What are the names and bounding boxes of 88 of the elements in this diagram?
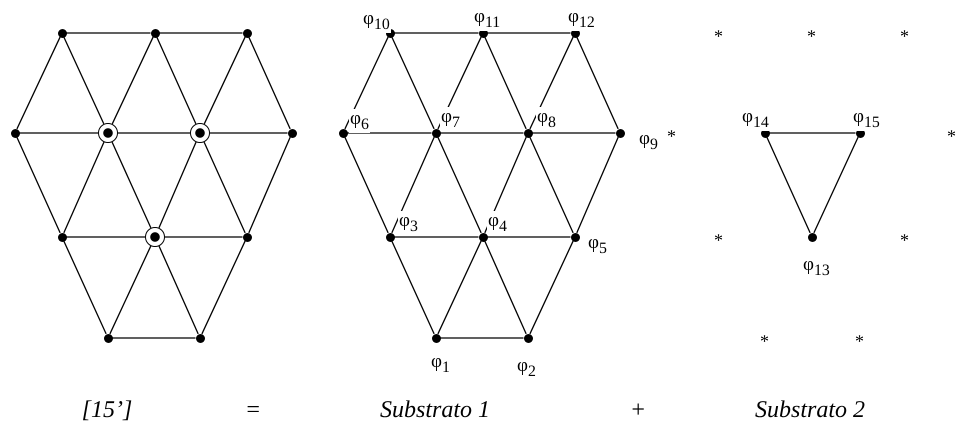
lattice-line <box>109 246 152 334</box>
lattice-dot <box>242 28 252 38</box>
lattice-line <box>165 236 242 238</box>
lattice-line <box>529 240 574 334</box>
lattice-dot <box>104 334 112 342</box>
lattice-line <box>391 36 435 130</box>
lattice-dot <box>616 128 624 138</box>
lattice-line <box>391 136 435 234</box>
lattice-dot <box>570 232 580 242</box>
asterisk-mark: * <box>714 27 723 45</box>
lattice-line <box>156 36 196 124</box>
lattice-line <box>813 136 859 234</box>
lattice-line <box>16 136 61 234</box>
lattice-line <box>66 32 150 34</box>
lattice-line <box>488 236 570 238</box>
lattice-line <box>158 246 199 334</box>
lattice-dot <box>524 128 532 138</box>
asterisk-mark: * <box>900 231 909 249</box>
lattice-dot <box>58 28 66 38</box>
lattice-line <box>576 36 619 130</box>
lattice-line <box>160 32 242 34</box>
lattice-dot <box>386 232 394 242</box>
asterisk-mark: * <box>900 27 909 45</box>
lattice-line <box>348 132 432 134</box>
lattice-dot <box>196 334 204 342</box>
asterisk-mark: * <box>947 127 956 145</box>
lattice-line <box>204 36 246 124</box>
asterisk-mark: * <box>855 332 864 350</box>
lattice-line <box>248 136 291 234</box>
lattice-line <box>437 240 482 334</box>
asterisk-mark: * <box>807 27 816 45</box>
lattice-line <box>529 136 574 234</box>
circled-dot <box>98 123 118 143</box>
circled-dot <box>190 123 210 143</box>
lattice-line <box>63 240 107 334</box>
lattice-line <box>529 36 574 130</box>
lattice-line <box>344 36 389 130</box>
lattice-line <box>394 32 478 34</box>
lattice-line <box>484 240 527 334</box>
caption-text: Substrato 1 <box>380 398 490 422</box>
lattice-dot <box>808 232 816 242</box>
lattice-line <box>576 136 619 234</box>
lattice-dot <box>432 128 440 138</box>
lattice-line <box>440 132 524 134</box>
lattice-dot <box>288 128 296 138</box>
lattice-line <box>484 136 527 234</box>
lattice-dot <box>524 334 532 342</box>
lattice-dot <box>150 28 160 38</box>
caption-text: Substrato 2 <box>755 398 865 422</box>
caption-text: [15’] <box>82 398 132 422</box>
circled-dot <box>145 227 165 247</box>
lattice-line <box>437 36 482 130</box>
lattice-line <box>20 132 98 134</box>
lattice-line <box>112 337 196 339</box>
lattice-line <box>63 142 105 234</box>
lattice-line <box>248 36 291 130</box>
caption-text: + <box>630 398 646 422</box>
lattice-line <box>770 132 856 134</box>
lattice-dot <box>242 232 252 242</box>
lattice-line <box>16 36 61 130</box>
lattice-dot <box>10 128 20 138</box>
lattice-line <box>484 36 527 130</box>
lattice-line <box>112 142 152 228</box>
lattice-line <box>112 36 154 124</box>
lattice-line <box>344 136 389 234</box>
lattice-line <box>391 240 435 334</box>
lattice-line <box>440 337 524 339</box>
phi-label: φ$_{6}$ <box>349 109 370 133</box>
lattice-dot <box>338 128 348 138</box>
lattice-line <box>437 136 482 234</box>
lattice-line <box>766 136 811 234</box>
lattice-line <box>532 132 616 134</box>
asterisk-mark: * <box>667 127 676 145</box>
lattice-dot <box>478 232 488 242</box>
lattice-line <box>66 236 145 238</box>
lattice-dot <box>432 334 440 342</box>
lattice-line <box>201 240 246 334</box>
lattice-line <box>488 32 570 34</box>
lattice-line <box>394 236 478 238</box>
caption-text: = <box>244 398 262 422</box>
lattice-line <box>204 142 246 234</box>
lattice-dot <box>58 232 66 242</box>
lattice-line <box>63 36 104 124</box>
lattice-line <box>210 132 288 134</box>
lattice-line <box>158 142 197 228</box>
asterisk-mark: * <box>714 231 723 249</box>
lattice-line <box>118 132 190 134</box>
asterisk-mark: * <box>760 332 769 350</box>
